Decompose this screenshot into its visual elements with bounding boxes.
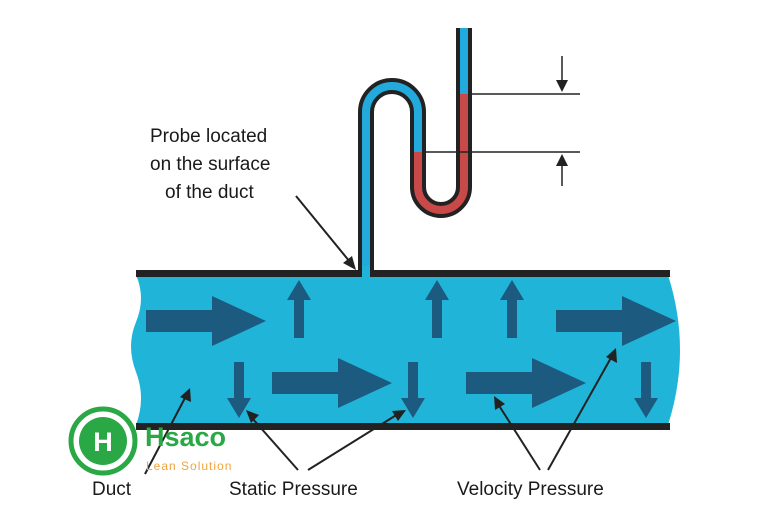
probe-label-line1: Probe located: [150, 126, 267, 147]
callout-lines: [144, 195, 617, 475]
velocity-callout-line-right: [547, 355, 613, 471]
duct-callout-head: [180, 388, 191, 402]
velocity-callout-head-right: [606, 348, 617, 363]
flow-arrow-right: [556, 296, 676, 346]
duct: [131, 270, 680, 430]
velocity-callout-line-left: [497, 403, 541, 471]
flow-arrow-right: [466, 358, 586, 408]
manometer-tube-fluid-blue: [362, 82, 422, 275]
logo-letter: H: [93, 427, 113, 457]
labels: Probe located on the surface of the duct…: [92, 126, 604, 500]
static-callout-line-left: [251, 417, 299, 471]
logo-tagline: Lean Solution: [146, 459, 232, 473]
probe-callout-head: [343, 256, 356, 270]
duct-label: Duct: [92, 479, 132, 500]
manometer-tube-fluid-red: [414, 94, 468, 214]
pressure-arrow-up: [287, 280, 311, 338]
level-dimension: [424, 56, 580, 186]
dimension-arrow-top-head: [556, 80, 568, 92]
logo-name: Hsaco: [145, 422, 226, 452]
duct-callout-line: [144, 395, 187, 475]
static-pressure-label: Static Pressure: [229, 479, 358, 500]
probe-callout-line: [295, 195, 351, 263]
logo-disc: [79, 417, 127, 465]
hsaco-logo: H Hsaco Lean Solution: [68, 406, 232, 476]
pressure-arrow-up: [425, 280, 449, 338]
manometer-tube-opening: [362, 266, 370, 278]
velocity-callout-head-left: [494, 396, 505, 410]
static-callout-head-left: [246, 410, 259, 423]
flow-arrow-right: [272, 358, 392, 408]
static-callout-head-right: [392, 410, 406, 421]
dimension-arrow-bottom-head: [556, 154, 568, 166]
pressure-arrow-down: [227, 362, 251, 418]
velocity-pressure-label: Velocity Pressure: [457, 479, 604, 500]
probe-label-line3: of the duct: [165, 182, 254, 203]
pressure-arrow-down: [401, 362, 425, 418]
duct-top-wall: [136, 270, 670, 277]
duct-bottom-wall: [136, 423, 670, 430]
static-callout-line-right: [307, 413, 399, 471]
manometer: [358, 28, 472, 278]
flow-arrow-right: [146, 296, 266, 346]
pressure-arrow-up: [500, 280, 524, 338]
flow-arrows: [146, 280, 676, 418]
probe-label-line2: on the surface: [150, 154, 270, 175]
pressure-arrow-down: [634, 362, 658, 418]
